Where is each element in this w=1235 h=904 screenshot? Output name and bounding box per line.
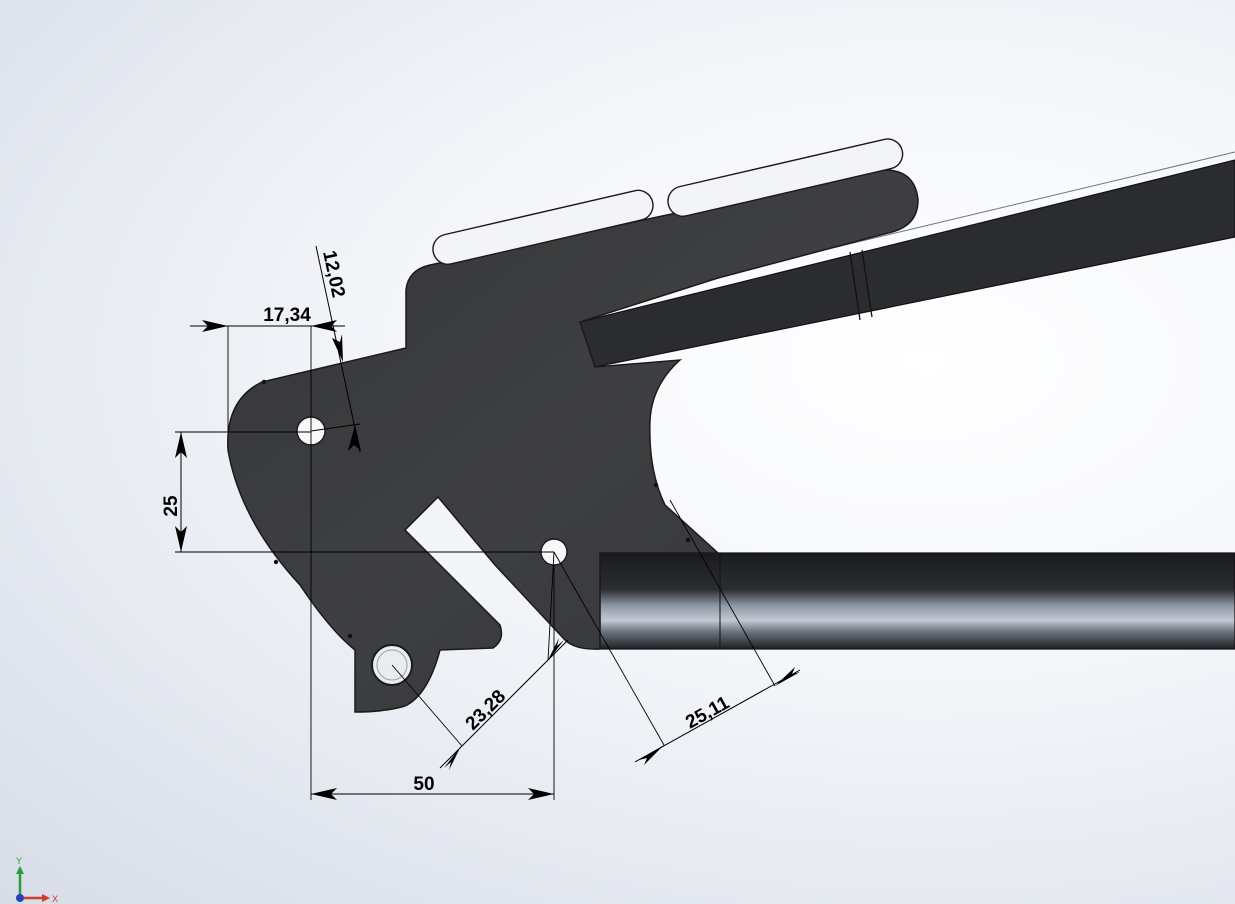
slot-right: [667, 138, 904, 217]
dimension-label-25: 25: [161, 495, 182, 517]
slot-left: [432, 189, 654, 265]
dimension-50[interactable]: 50: [311, 565, 555, 800]
triad-x-label: X: [52, 894, 58, 904]
dimension-label-50: 50: [413, 774, 434, 795]
dimension-17-34[interactable]: 17,34: [190, 305, 345, 800]
lower-tube[interactable]: [599, 552, 1235, 650]
dimension-label-17-34: 17,34: [263, 305, 311, 326]
dimension-25[interactable]: 25: [161, 431, 554, 553]
triad-y-label: Y: [16, 856, 22, 866]
triad-origin: [16, 894, 24, 902]
axis-triad: Y X: [16, 856, 58, 904]
dimension-label-12-02: 12,02: [318, 249, 348, 300]
dimension-label-25-11: 25,11: [682, 692, 733, 733]
dimension-label-23-28: 23,28: [462, 686, 510, 734]
